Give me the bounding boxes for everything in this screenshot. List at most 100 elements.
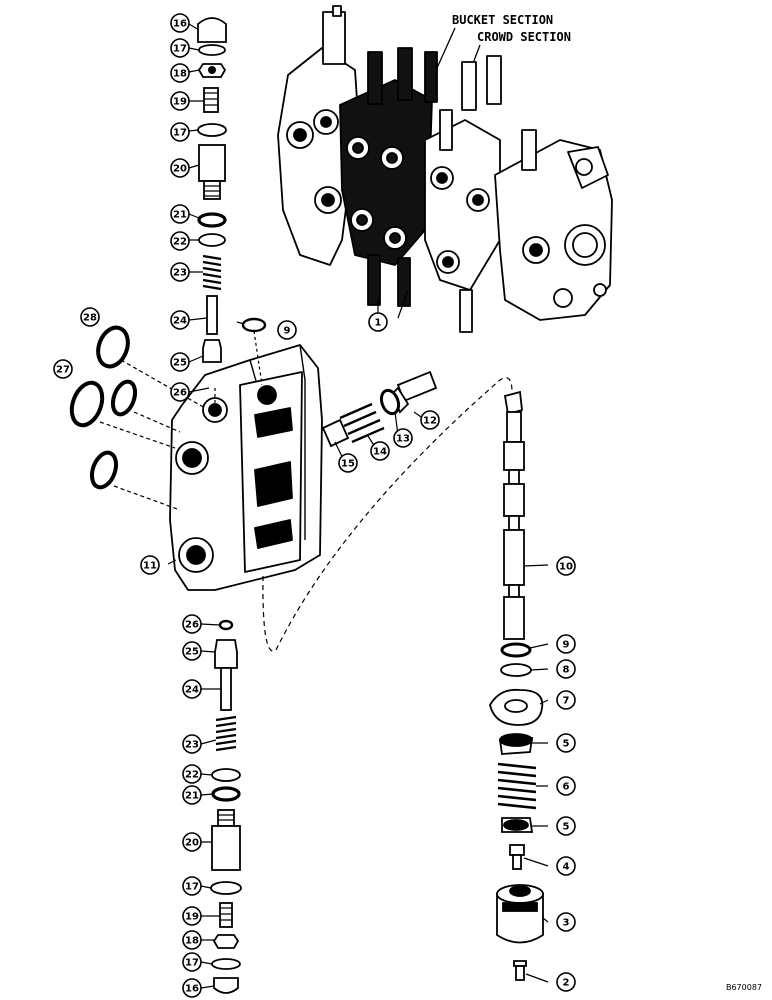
svg-text:22: 22 xyxy=(173,237,187,248)
backup-ring-bottom-22 xyxy=(211,768,241,782)
svg-text:2: 2 xyxy=(563,978,570,989)
drawing-number: B670087 xyxy=(726,983,762,992)
callout-1: 1 xyxy=(368,312,388,332)
svg-text:16: 16 xyxy=(185,984,199,995)
callout-bottom-22: 22 xyxy=(182,764,202,784)
o-ring-9-top xyxy=(241,317,267,333)
relief-valve-body-bottom xyxy=(211,825,241,871)
o-ring-13 xyxy=(379,388,401,416)
crowd-section-title: CROWD SECTION xyxy=(477,30,571,44)
svg-text:18: 18 xyxy=(185,936,199,947)
svg-text:20: 20 xyxy=(173,164,187,175)
jam-nut-bottom xyxy=(212,934,240,949)
svg-text:21: 21 xyxy=(173,210,187,221)
callout-11: 11 xyxy=(140,555,160,575)
svg-text:17: 17 xyxy=(173,128,187,139)
callout-bottom-16: 16 xyxy=(182,978,202,998)
poppet-bottom-25 xyxy=(214,639,238,669)
callout-top-26: 26 xyxy=(170,382,190,402)
svg-text:18: 18 xyxy=(173,69,187,80)
callout-bottom-17a: 17 xyxy=(182,876,202,896)
o-ring-bottom-26 xyxy=(218,619,234,631)
top-relief-valve-stack xyxy=(197,17,227,392)
svg-text:24: 24 xyxy=(173,316,187,327)
callout-bottom-21: 21 xyxy=(182,785,202,805)
housing-o-rings xyxy=(69,325,138,490)
svg-text:17: 17 xyxy=(185,882,199,893)
callout-13: 13 xyxy=(393,428,413,448)
callout-4: 4 xyxy=(556,856,576,876)
bottom-relief-valve-stack xyxy=(210,619,242,994)
callout-9-spool: 9 xyxy=(556,634,576,654)
callout-10: 10 xyxy=(556,556,576,576)
svg-text:6: 6 xyxy=(563,782,570,793)
svg-text:12: 12 xyxy=(423,416,437,427)
callout-bottom-20: 20 xyxy=(182,832,202,852)
washer-bottom-2 xyxy=(211,958,241,970)
svg-text:25: 25 xyxy=(185,647,199,658)
callout-bottom-26: 26 xyxy=(182,614,202,634)
poppet-top-25 xyxy=(202,339,222,363)
callout-bottom-23: 23 xyxy=(182,734,202,754)
adjusting-screw-top xyxy=(203,87,219,113)
spool-10 xyxy=(503,529,525,586)
spring-14 xyxy=(339,402,385,444)
svg-text:3: 3 xyxy=(563,918,570,929)
svg-text:7: 7 xyxy=(563,696,570,707)
svg-text:5: 5 xyxy=(563,739,570,750)
backup-ring-top-22 xyxy=(198,233,226,247)
callout-6: 6 xyxy=(556,776,576,796)
washer-top-1 xyxy=(198,44,226,56)
callout-top-17a: 17 xyxy=(170,38,190,58)
o-ring-28 xyxy=(96,325,130,369)
callout-8: 8 xyxy=(556,659,576,679)
svg-text:4: 4 xyxy=(563,862,570,873)
callout-14: 14 xyxy=(370,441,390,461)
valve-section-housing xyxy=(169,344,323,591)
plunger-top-24 xyxy=(206,295,218,335)
svg-text:15: 15 xyxy=(341,459,355,470)
callout-28: 28 xyxy=(80,307,100,327)
svg-text:22: 22 xyxy=(185,770,199,781)
callout-bottom-17b: 17 xyxy=(182,952,202,972)
svg-text:19: 19 xyxy=(185,912,199,923)
callout-top-24: 24 xyxy=(170,310,190,330)
callout-top-17b: 17 xyxy=(170,122,190,142)
spring-top-23 xyxy=(202,254,222,291)
callout-top-16: 16 xyxy=(170,13,190,33)
screw-2 xyxy=(513,960,527,967)
callouts: 16 17 18 19 17 20 21 22 23 24 25 26 28 2… xyxy=(53,13,576,998)
callout-top-19: 19 xyxy=(170,91,190,111)
svg-text:17: 17 xyxy=(173,44,187,55)
bucket-section-title: BUCKET SECTION xyxy=(452,13,553,27)
callout-bottom-25: 25 xyxy=(182,641,202,661)
callout-5-top: 5 xyxy=(556,733,576,753)
svg-text:23: 23 xyxy=(185,740,199,751)
svg-text:10: 10 xyxy=(559,562,573,573)
callout-27: 27 xyxy=(53,359,73,379)
check-poppet-15 xyxy=(321,418,350,448)
svg-text:21: 21 xyxy=(185,791,199,802)
spool-stack xyxy=(489,390,544,981)
o-ring-small-upper xyxy=(110,379,138,417)
plunger-bottom-24 xyxy=(220,667,232,711)
svg-text:9: 9 xyxy=(563,640,570,651)
callout-bottom-19: 19 xyxy=(182,906,202,926)
o-ring-small-lower xyxy=(89,450,119,490)
svg-text:26: 26 xyxy=(173,388,187,399)
callout-2: 2 xyxy=(556,972,576,992)
svg-text:17: 17 xyxy=(185,958,199,969)
svg-text:13: 13 xyxy=(396,434,410,445)
washer-top-2 xyxy=(197,123,227,137)
o-ring-27 xyxy=(69,380,105,428)
svg-text:9: 9 xyxy=(284,326,291,337)
o-ring-top-21 xyxy=(197,212,227,228)
callout-top-18: 18 xyxy=(170,63,190,83)
callout-3: 3 xyxy=(556,912,576,932)
control-valve-assembly xyxy=(277,5,613,333)
svg-text:24: 24 xyxy=(185,685,199,696)
svg-text:14: 14 xyxy=(373,447,387,458)
washer-8 xyxy=(500,663,532,677)
svg-text:26: 26 xyxy=(185,620,199,631)
svg-text:25: 25 xyxy=(173,358,187,369)
